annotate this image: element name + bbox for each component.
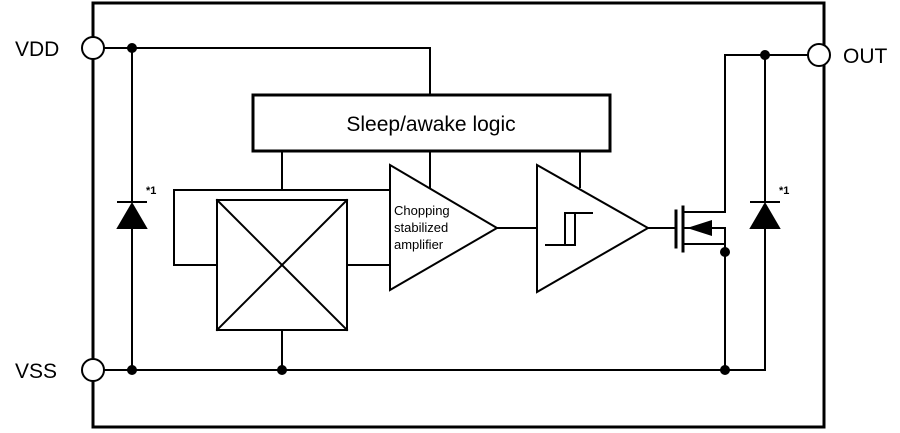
amplifier-label-line-3: amplifier (394, 237, 444, 252)
hysteresis-symbol (545, 212, 583, 246)
mosfet-body-source (682, 227, 726, 371)
left-diode-icon (116, 202, 148, 229)
comparator-triangle (536, 163, 651, 294)
out-pin-terminal (807, 43, 831, 67)
amplifier-label-line-2: stabilized (394, 220, 448, 235)
mosfet-arrow (687, 220, 712, 236)
hall-element-cross-b (215, 198, 349, 332)
sleep-awake-logic-label: Sleep/awake logic (346, 113, 515, 136)
vdd-label: VDD (15, 38, 59, 61)
right-diode-note: *1 (779, 185, 789, 197)
vdd-pin-terminal (81, 36, 105, 60)
junction-dot (760, 50, 770, 60)
chopping-amplifier-triangle (389, 163, 499, 292)
junction-dot (720, 247, 730, 257)
junction-dot (127, 43, 137, 53)
vss-label: VSS (15, 360, 57, 383)
vss-pin-terminal (81, 358, 105, 382)
hall-loop-wire (173, 189, 391, 266)
out-label: OUT (843, 45, 888, 68)
right-diode-icon (749, 202, 781, 229)
mosfet-drain (682, 54, 726, 213)
left-diode-note: *1 (146, 185, 156, 197)
hysteresis-symbol-inner (559, 212, 593, 246)
junction-dot (277, 365, 287, 375)
junction-dot (127, 365, 137, 375)
ic-package-outline (91, 1, 826, 429)
amplifier-label-line-1: Chopping (394, 203, 450, 218)
sleep-awake-logic-block (251, 93, 612, 153)
junction-dot (720, 365, 730, 375)
